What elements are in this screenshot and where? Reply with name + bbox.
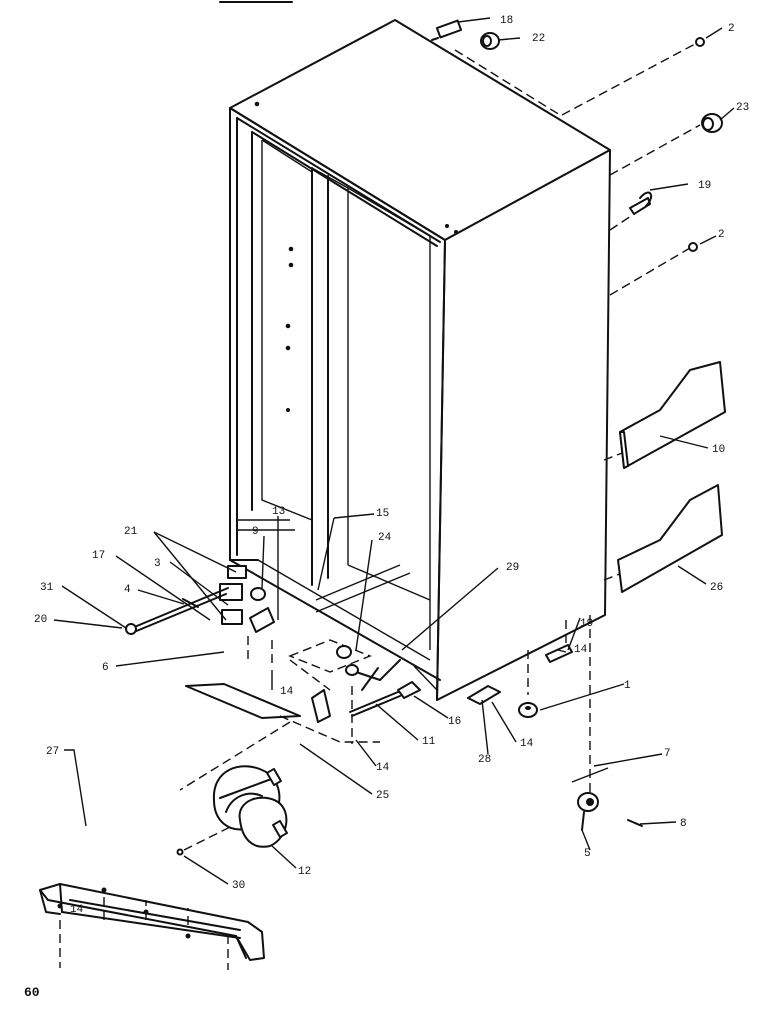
part-23-grommet [701,113,723,133]
part-7-pin [571,767,609,783]
part-9-grommet [250,587,266,601]
callout-10: 10 [712,444,725,456]
hinge-assembly [125,565,247,635]
part-27-base-grille [39,883,265,961]
callout-14-right: 14 [574,644,588,656]
part-16-bracket [397,681,421,699]
callout-15: 15 [376,508,389,520]
callout-18: 18 [500,15,513,27]
callout-25: 25 [376,790,389,802]
callout-27: 27 [46,746,59,758]
callout-21: 21 [124,526,138,538]
part-11-rod [349,691,401,717]
part-18-fitting [431,19,463,41]
part-25-grille-strip [185,683,301,719]
part-12-fan-bracket [212,765,288,848]
callout-30: 30 [232,880,245,892]
callout-3: 3 [154,558,161,570]
callout-1: 1 [624,680,631,692]
callout-29: 29 [506,562,519,574]
part-28-support [311,689,331,723]
callout-7: 7 [664,748,671,760]
callout-23: 23 [736,102,749,114]
part-10-side-panel [619,361,726,469]
callout-14-center: 14 [376,762,390,774]
part-19-bracket-lower [545,644,573,663]
callout-14-hinge: 14 [280,686,294,698]
callout-28: 28 [478,754,491,766]
callout-2-upper: 2 [728,23,735,35]
part-29-tube [345,659,401,691]
callout-5: 5 [584,848,591,860]
callout-12: 12 [298,866,311,878]
callout-20: 20 [34,614,47,626]
callout-labels: 18 22 2 23 19 2 10 26 13 15 9 24 21 29 1… [34,15,749,916]
part-2-screw-upper [695,37,705,47]
callout-14-bracket: 14 [520,738,534,750]
part-28-bracket [467,685,501,705]
callout-2-lower: 2 [718,229,725,241]
callout-19-upper: 19 [698,180,711,192]
callout-31: 31 [40,582,54,594]
callout-22: 22 [532,33,545,45]
callout-16: 16 [448,716,461,728]
callout-19-lower: 19 [580,618,593,630]
callout-26: 26 [710,582,723,594]
callout-14-grille: 14 [70,904,84,916]
cabinet [229,19,611,701]
callout-13: 13 [272,506,285,518]
callout-6: 6 [102,662,109,674]
part-1-leveler [518,702,538,718]
part-8-screw [627,819,643,827]
part-19-bracket-upper [629,191,653,215]
callout-24: 24 [378,532,392,544]
grille-screws [57,887,229,970]
callout-9: 9 [252,526,259,538]
page-number: 60 [24,985,40,1000]
part-2-screw-lower [688,242,698,252]
callout-11: 11 [422,736,436,748]
front-frame-left [229,107,259,561]
callout-4: 4 [124,584,131,596]
callout-17: 17 [92,550,105,562]
part-26-side-panel [617,484,723,593]
leader-lines [53,17,735,885]
part-13-bracket [249,607,275,633]
callout-8: 8 [680,818,687,830]
part-22-grommet [480,32,500,50]
part-5-caster [577,792,599,831]
